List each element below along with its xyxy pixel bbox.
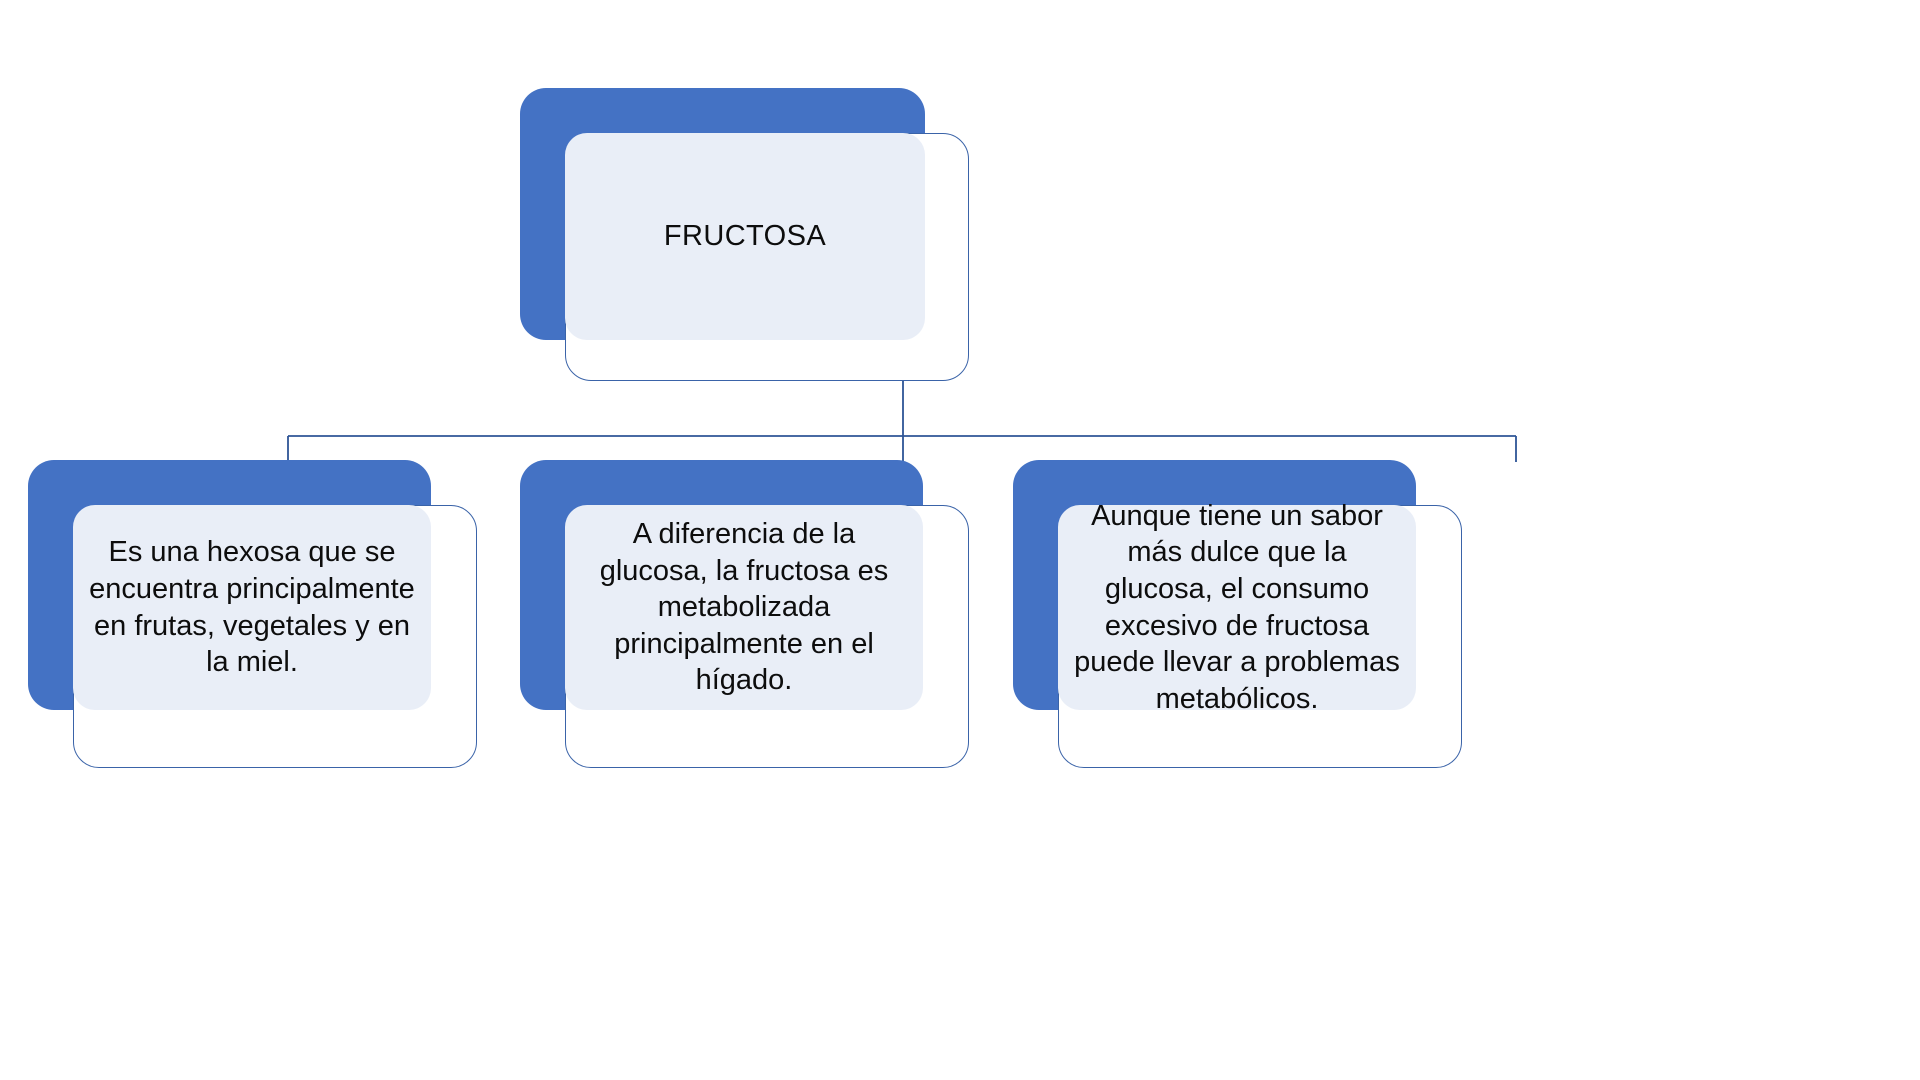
node-body: FRUCTOSA <box>565 133 925 340</box>
node-body: Es una hexosa que se encuentra principal… <box>73 505 431 710</box>
node-child-2[interactable]: Aunque tiene un sabor más dulce que la g… <box>1013 460 1478 770</box>
node-body: Aunque tiene un sabor más dulce que la g… <box>1058 500 1416 715</box>
node-fructosa[interactable]: FRUCTOSA <box>520 88 980 388</box>
node-child-0[interactable]: Es una hexosa que se encuentra principal… <box>28 460 493 770</box>
node-body: A diferencia de la glucosa, la fructosa … <box>565 505 923 710</box>
node-label: FRUCTOSA <box>663 220 827 253</box>
node-label: Aunque tiene un sabor más dulce que la g… <box>1074 499 1400 715</box>
node-label: A diferencia de la glucosa, la fructosa … <box>599 518 889 697</box>
node-label: Es una hexosa que se encuentra principal… <box>89 536 415 679</box>
node-child-1[interactable]: A diferencia de la glucosa, la fructosa … <box>520 460 985 770</box>
